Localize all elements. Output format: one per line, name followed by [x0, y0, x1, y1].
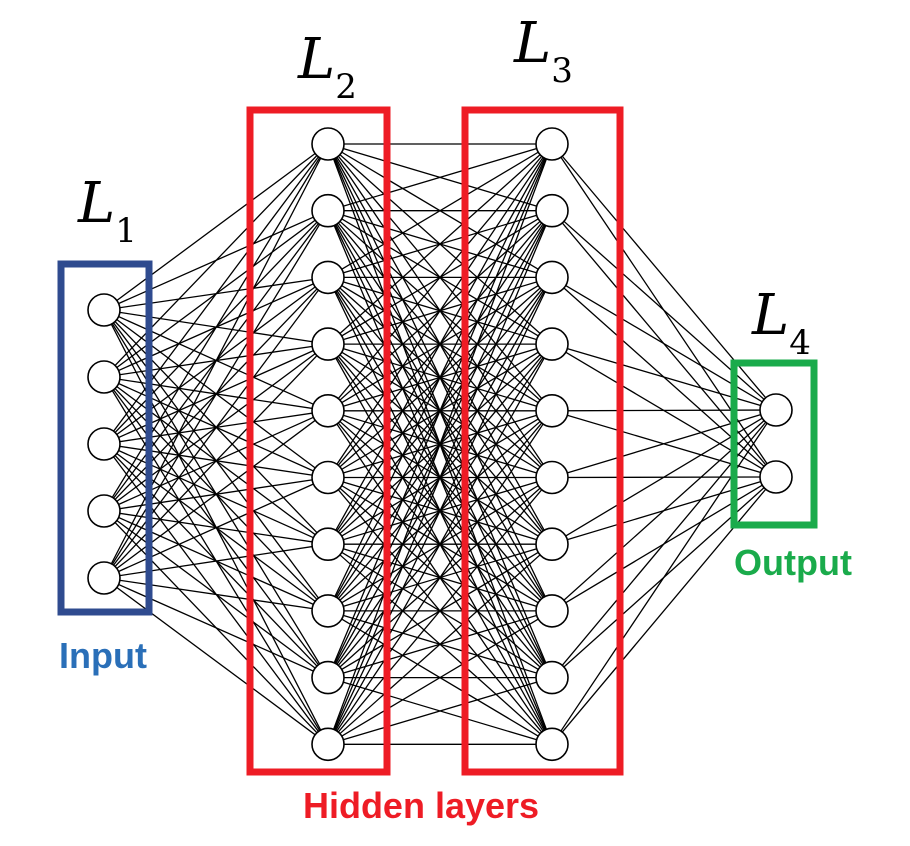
- neuron-l3-10: [535, 727, 569, 762]
- edge-l3-9-to-l4-1: [551, 409, 777, 679]
- neuron-l1-2: [87, 360, 121, 394]
- neuron-l2-10: [311, 727, 345, 762]
- neuron-l3-6: [535, 460, 569, 495]
- layer-4-title: L4: [751, 283, 811, 363]
- neurons: [87, 127, 793, 762]
- neuron-l1-3: [87, 427, 121, 461]
- edge-l1-5-to-l2-1: [103, 143, 329, 579]
- layer-4-subscript: 4: [789, 323, 811, 363]
- edge-l2-10-to-l3-6: [327, 477, 553, 745]
- edge-l1-5-to-l2-4: [103, 343, 329, 579]
- edge-l1-4-to-l2-1: [103, 143, 329, 512]
- edge-l3-10-to-l4-2: [551, 476, 777, 745]
- neuron-l1-5: [87, 561, 121, 595]
- edge-l3-7-to-l4-1: [551, 409, 777, 545]
- input-layer-box: [57, 260, 153, 616]
- layer-3-title: L3: [513, 11, 573, 91]
- neuron-l2-9: [311, 660, 345, 695]
- edge-l3-2-to-l4-1: [551, 210, 777, 411]
- edge-l3-4-to-l4-1: [551, 343, 777, 411]
- neuron-l3-3: [535, 260, 569, 295]
- edge-l2-10-to-l3-5: [327, 410, 553, 745]
- neuron-l1-1: [87, 293, 121, 327]
- edge-l3-5-to-l4-1: [551, 409, 777, 412]
- neuron-l4-2: [759, 460, 793, 494]
- neuron-l2-4: [311, 327, 345, 361]
- edge-l2-7-to-l3-1: [327, 143, 553, 545]
- edge-l2-10-to-l3-9: [327, 676, 553, 745]
- layer-1-title: L1: [77, 171, 137, 251]
- output-label: Output: [734, 542, 852, 583]
- edge-l2-10-to-l3-3: [327, 277, 553, 745]
- edge-l1-5-to-l2-10: [103, 577, 329, 745]
- edge-l3-8-to-l4-1: [551, 409, 777, 612]
- neuron-l2-6: [311, 460, 345, 495]
- edge-l2-10-to-l3-7: [327, 543, 553, 745]
- neuron-l2-7: [311, 527, 345, 562]
- input-label: Input: [59, 635, 147, 676]
- neuron-l3-4: [535, 327, 569, 361]
- edge-l3-1-to-l4-1: [551, 143, 777, 411]
- layer-2-subscript: 2: [335, 67, 357, 107]
- edge-l2-10-to-l3-4: [327, 343, 553, 745]
- edge-l1-5-to-l2-9: [103, 577, 329, 679]
- edge-l2-8-to-l3-1: [327, 143, 553, 612]
- neuron-l3-9: [535, 660, 569, 695]
- edge-l1-2-to-l2-1: [103, 143, 329, 378]
- edge-l1-5-to-l2-6: [103, 476, 329, 579]
- layer-3-subscript: 3: [551, 51, 573, 91]
- layer-2-title: L2: [297, 27, 357, 107]
- edge-l2-2-to-l3-1: [327, 143, 553, 212]
- edge-l2-10-to-l3-8: [327, 610, 553, 745]
- neuron-l3-1: [535, 127, 569, 161]
- neuron-l2-8: [311, 594, 345, 628]
- hidden-layer-3-box: [461, 106, 624, 776]
- edge-l1-5-to-l2-7: [103, 543, 329, 579]
- edge-l1-5-to-l2-2: [103, 210, 329, 579]
- neuron-l2-1: [311, 127, 345, 161]
- edge-l2-4-to-l3-1: [327, 143, 553, 345]
- neuron-l2-5: [311, 393, 345, 428]
- edge-l1-3-to-l2-1: [103, 143, 329, 445]
- layer-2-symbol: L: [297, 27, 335, 92]
- neuron-l4-1: [759, 393, 793, 427]
- neuron-l3-7: [535, 527, 569, 562]
- layer-1-symbol: L: [77, 171, 115, 236]
- edge-l3-6-to-l4-1: [551, 409, 777, 479]
- edge-l2-9-to-l3-1: [327, 143, 553, 678]
- edge-l1-1-to-l2-1: [103, 143, 329, 311]
- edge-l2-10-to-l3-2: [327, 210, 553, 745]
- neuron-l3-8: [535, 594, 569, 628]
- hidden-layer-2-box: [246, 106, 391, 776]
- edge-l1-5-to-l2-8: [103, 577, 329, 612]
- layer-1-subscript: 1: [115, 211, 137, 251]
- edge-l2-5-to-l3-1: [327, 143, 553, 412]
- edge-l1-5-to-l2-5: [103, 410, 329, 579]
- edge-l2-10-to-l3-1: [327, 143, 553, 745]
- layer-3-symbol: L: [513, 11, 551, 76]
- edge-l1-5-to-l2-3: [103, 277, 329, 579]
- output-layer-box: [730, 359, 818, 529]
- edge-l3-3-to-l4-1: [551, 276, 777, 411]
- edge-l3-10-to-l4-1: [551, 409, 777, 745]
- layer-4-symbol: L: [751, 283, 789, 348]
- neuron-l3-2: [535, 193, 569, 228]
- edge-l2-3-to-l3-1: [327, 143, 553, 278]
- neuron-l2-3: [311, 260, 345, 295]
- hidden-layers-label: Hidden layers: [303, 785, 539, 826]
- neuron-l2-2: [311, 193, 345, 228]
- connection-edges: [103, 143, 777, 745]
- edge-l2-6-to-l3-1: [327, 143, 553, 478]
- neuron-l3-5: [535, 393, 569, 428]
- neuron-l1-4: [87, 494, 121, 528]
